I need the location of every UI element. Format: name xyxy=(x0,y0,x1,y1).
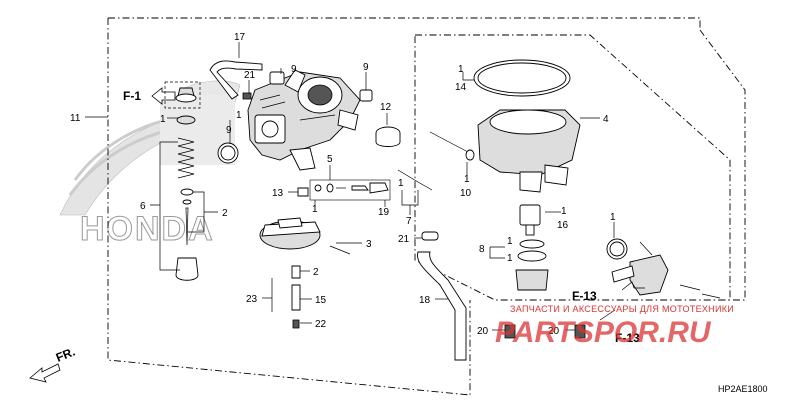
part-12-cap xyxy=(375,126,401,147)
part-20-bolt-b xyxy=(574,324,586,339)
ref-label-f13-b: F-13 xyxy=(615,331,640,345)
part-2-ring xyxy=(182,199,192,205)
callout-11: 11 xyxy=(70,113,81,124)
callout-labels: 17 21 9 9 1 9 1 11 12 5 13 1 19 1 7 6 2 … xyxy=(70,32,616,337)
leader-lines xyxy=(85,42,615,331)
callout-1: 1 xyxy=(610,212,616,223)
part-7-screw xyxy=(397,169,433,191)
part-20-bolt-a xyxy=(504,324,516,339)
callout-1: 1 xyxy=(507,253,513,264)
callout-8: 8 xyxy=(479,244,485,255)
float-bowl xyxy=(477,109,581,193)
drain-plug xyxy=(515,269,549,291)
callout-9: 9 xyxy=(226,125,232,136)
callout-17: 17 xyxy=(234,32,246,43)
throttle-slide xyxy=(175,257,199,281)
part-10-oring xyxy=(465,149,475,161)
honda-wing-logo xyxy=(59,80,241,216)
callout-14: 14 xyxy=(455,82,467,93)
callout-1: 1 xyxy=(398,178,404,189)
jet-needle xyxy=(185,207,189,246)
part-9-oring-inner xyxy=(220,145,236,161)
callout-3: 3 xyxy=(366,239,372,250)
part-17-hose xyxy=(209,60,263,100)
part-1-washer xyxy=(176,115,196,125)
part-1-oring-right-inner xyxy=(609,241,625,257)
part-21-clamp xyxy=(242,92,252,100)
callout-6: 6 xyxy=(140,201,146,212)
callout-5: 5 xyxy=(327,154,333,165)
part-8-ring-2 xyxy=(517,250,547,262)
part-2-clip xyxy=(180,188,194,196)
callout-19: 19 xyxy=(378,207,390,218)
callout-1: 1 xyxy=(236,110,242,121)
callout-4: 4 xyxy=(603,114,609,125)
callout-18: 18 xyxy=(419,295,431,306)
part-18-drain-tube xyxy=(417,251,467,361)
diagram-code: HP2AE1800 xyxy=(718,384,768,394)
watermark-tagline: ЗАПЧАСТИ И АКСЕССУАРЫ ДЛЯ МОТОТЕХНИКИ xyxy=(510,304,734,314)
watermark-logo: PARTSPOR.RU xyxy=(495,316,712,349)
f13-arrow-a xyxy=(621,281,645,291)
callout-2: 2 xyxy=(313,267,319,278)
f1-reference xyxy=(151,81,201,109)
float-valve-screw xyxy=(429,131,469,153)
callout-1: 1 xyxy=(464,174,470,185)
callout-16: 16 xyxy=(557,220,569,231)
part-13-screw xyxy=(297,187,309,197)
part-22-screw xyxy=(292,319,300,329)
part-14-bowl-gasket-inner xyxy=(477,62,567,94)
part-2-screw xyxy=(291,265,301,279)
part-16-strainer xyxy=(519,204,541,236)
part-8-ring-1 xyxy=(519,239,545,249)
fuel-valve xyxy=(611,241,721,299)
part-5-pilot-screw-set xyxy=(309,179,391,201)
f13-arrow-b xyxy=(599,309,616,321)
part-3-diaphragm-cover xyxy=(259,217,351,255)
callout-22: 22 xyxy=(315,319,327,330)
carburetor-body xyxy=(247,69,361,171)
part-15-main-jet xyxy=(291,284,301,311)
callout-21: 21 xyxy=(398,234,410,245)
callout-1: 1 xyxy=(160,114,166,125)
callout-13: 13 xyxy=(272,188,284,199)
part-9-square-nut-2 xyxy=(359,89,373,102)
callout-10: 10 xyxy=(460,188,472,199)
callout-1: 1 xyxy=(507,236,513,247)
ref-label-f1: F-1 xyxy=(123,89,141,103)
assembly-frame-left xyxy=(107,17,746,396)
callout-12: 12 xyxy=(380,102,392,113)
callout-1: 1 xyxy=(561,206,567,217)
callout-20: 20 xyxy=(548,326,560,337)
front-direction-indicator xyxy=(29,363,61,383)
callout-9: 9 xyxy=(363,62,369,73)
callout-20: 20 xyxy=(477,326,489,337)
callout-2: 2 xyxy=(222,208,228,219)
callout-1: 1 xyxy=(312,204,318,215)
part-9-square-nut xyxy=(269,71,285,85)
callout-23: 23 xyxy=(246,294,258,305)
ref-label-f13-a: F-13 xyxy=(572,289,597,303)
direction-label: FR. xyxy=(54,345,77,365)
part-21-clamp-2 xyxy=(421,231,439,241)
callout-9: 9 xyxy=(291,64,297,75)
callout-15: 15 xyxy=(315,295,327,306)
assembly-frame-right xyxy=(414,34,731,301)
spring xyxy=(177,137,195,179)
callout-1: 1 xyxy=(458,64,464,75)
callout-21: 21 xyxy=(244,70,256,81)
honda-brand-text: HONDA xyxy=(80,210,215,248)
callout-7: 7 xyxy=(406,216,412,227)
